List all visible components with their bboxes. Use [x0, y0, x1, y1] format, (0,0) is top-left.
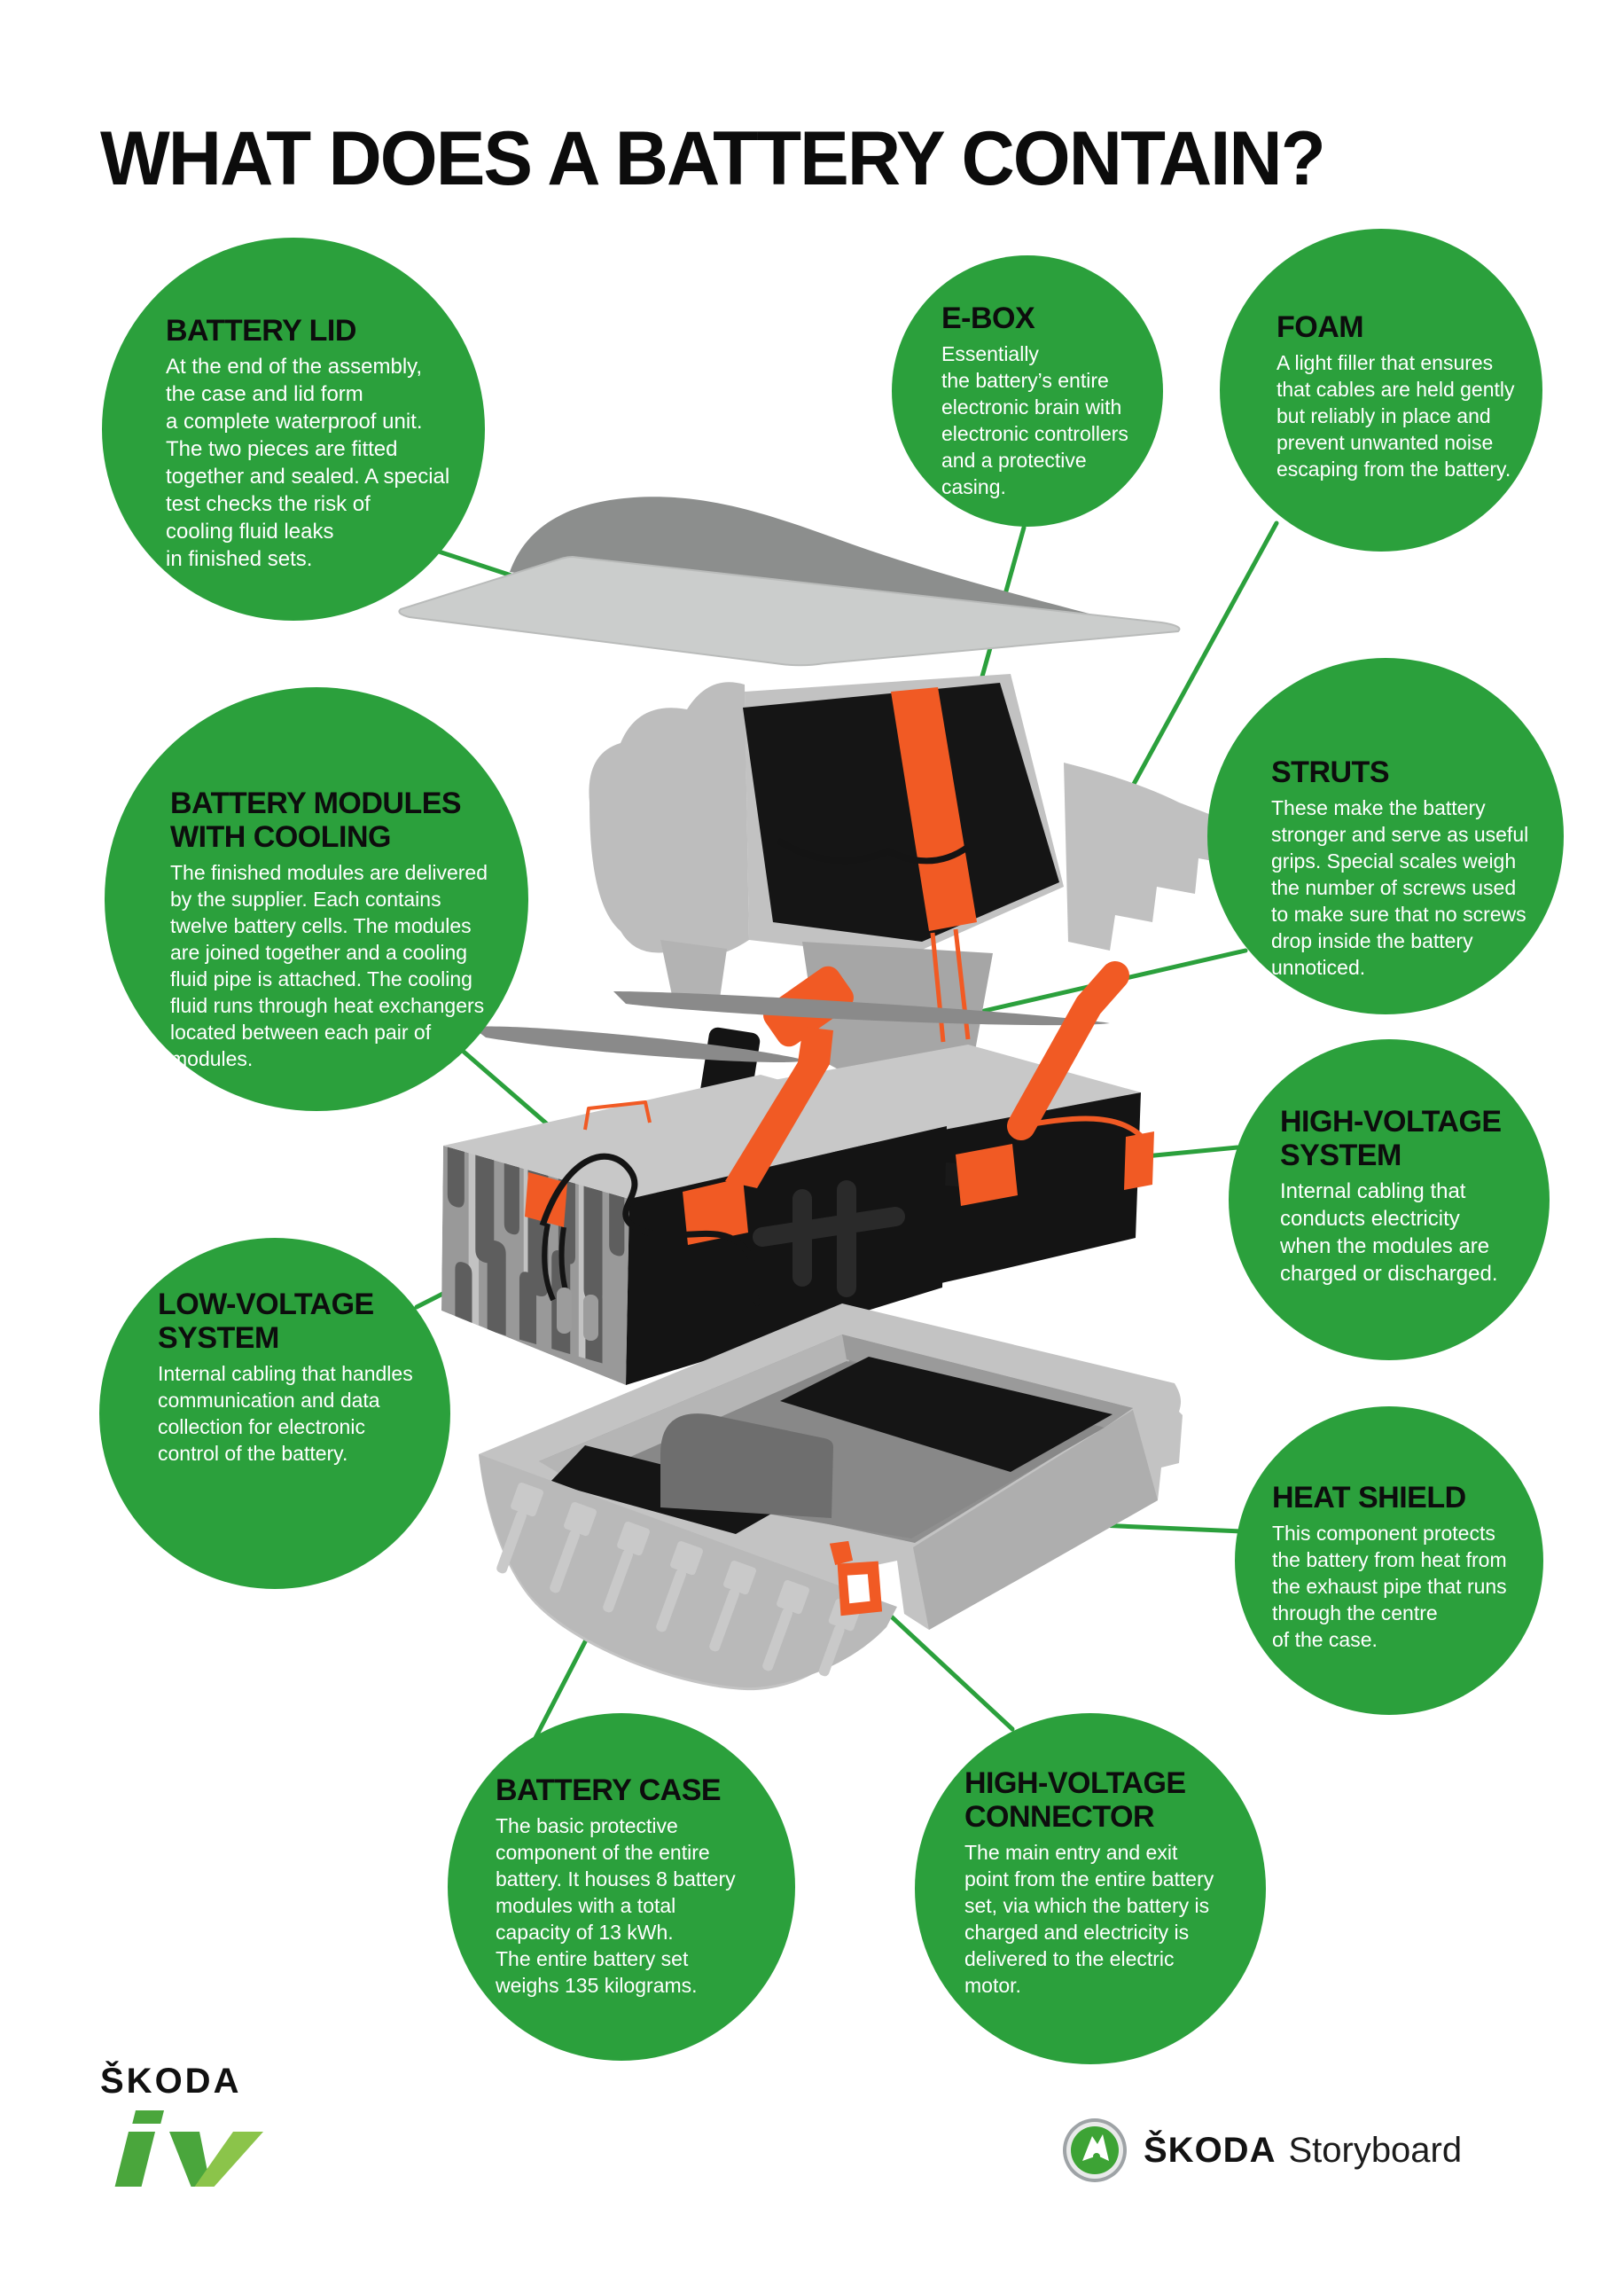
callout-battery-case: BATTERY CASE The basic protective compon… [448, 1713, 795, 2061]
callout-title: E-BOX [941, 301, 1035, 335]
strut [472, 1026, 807, 1062]
battery-case-part [479, 1303, 1183, 1691]
battery-lid-part [398, 497, 1181, 667]
lid-foam-dome [510, 497, 1148, 636]
hv-cable-connector [956, 1144, 1018, 1206]
callout-high-voltage-connector: HIGH-VOLTAGE CONNECTOR The main entry an… [915, 1713, 1266, 2064]
module-wire-handle [583, 1100, 652, 1131]
callout-body: A light filler that ensures that cables … [1277, 351, 1515, 481]
module-strap [1007, 961, 1129, 1140]
callout-e-box: E-BOX Essentially the battery’s entire e… [892, 255, 1163, 527]
storyboard-label: Storyboard [1288, 2130, 1463, 2170]
skoda-iv-logo: ŠKODA [100, 2062, 269, 2200]
hv-connector-part [829, 1540, 883, 1616]
skoda-badge-icon [1063, 2118, 1127, 2182]
callout-body: The basic protective component of the en… [496, 1814, 736, 1998]
page-title: WHAT DOES A BATTERY CONTAIN? [100, 115, 1326, 201]
callout-title: HEAT SHIELD [1272, 1481, 1466, 1515]
heat-shield-black-area [780, 1357, 1113, 1472]
callout-battery-modules: BATTERY MODULES WITH COOLING The finishe… [105, 687, 528, 1111]
e-box-strap [891, 687, 977, 931]
callout-body: The main entry and exit point from the e… [964, 1841, 1214, 1998]
callout-body: Essentially the battery’s entire electro… [941, 342, 1128, 499]
callout-title: FOAM [1277, 310, 1364, 344]
struts-part [472, 991, 1110, 1062]
lv-cable [539, 1153, 762, 1307]
callout-body: This component protects the battery from… [1272, 1522, 1507, 1652]
callout-high-voltage-system: HIGH-VOLTAGE SYSTEM Internal cabling tha… [1229, 1039, 1550, 1360]
callout-title: HIGH-VOLTAGE SYSTEM [1280, 1105, 1502, 1173]
callout-title: BATTERY LID [166, 314, 356, 348]
skoda-wordmark: ŠKODA [100, 2062, 242, 2101]
e-box-cable [777, 838, 971, 865]
battery-modules-part [441, 961, 1154, 1385]
strut [613, 991, 1110, 1026]
callout-title: BATTERY MODULES WITH COOLING [170, 787, 462, 855]
skoda-storyboard-logo: ŠKODA Storyboard [1062, 2117, 1462, 2183]
line-foam [1110, 521, 1279, 826]
callout-body: Internal cabling that conducts electrici… [1280, 1179, 1498, 1287]
module-connector [683, 1178, 748, 1245]
callout-struts: STRUTS These make the battery stronger a… [1207, 658, 1564, 1014]
line-high-voltage-connector [871, 1597, 1015, 1732]
callout-title: HIGH-VOLTAGE CONNECTOR [964, 1766, 1186, 1835]
callout-body: Internal cabling that handles communicat… [158, 1362, 413, 1466]
storyboard-brand: ŠKODA [1144, 2130, 1277, 2170]
callout-body: At the end of the assembly, the case and… [166, 355, 450, 572]
callout-body: These make the battery stronger and serv… [1271, 796, 1529, 980]
callout-foam: FOAM A light filler that ensures that ca… [1220, 229, 1542, 552]
callout-heat-shield: HEAT SHIELD This component protects the … [1235, 1406, 1543, 1715]
iv-logo-icon [114, 2110, 264, 2187]
module-strap [725, 1027, 833, 1188]
lid-top-plate [398, 555, 1181, 667]
heat-shield-tunnel [660, 1413, 833, 1518]
callout-title: BATTERY CASE [496, 1773, 722, 1807]
callout-title: STRUTS [1271, 755, 1390, 789]
callout-low-voltage-system: LOW-VOLTAGE SYSTEM Internal cabling that… [99, 1238, 450, 1589]
callout-body: The finished modules are delivered by th… [170, 861, 488, 1071]
callout-battery-lid: BATTERY LID At the end of the assembly, … [102, 238, 485, 621]
callout-title: LOW-VOLTAGE SYSTEM [158, 1288, 374, 1356]
module-orange-tab [1124, 1131, 1154, 1190]
lv-connector [525, 1172, 567, 1227]
e-box-casing [743, 683, 1059, 942]
